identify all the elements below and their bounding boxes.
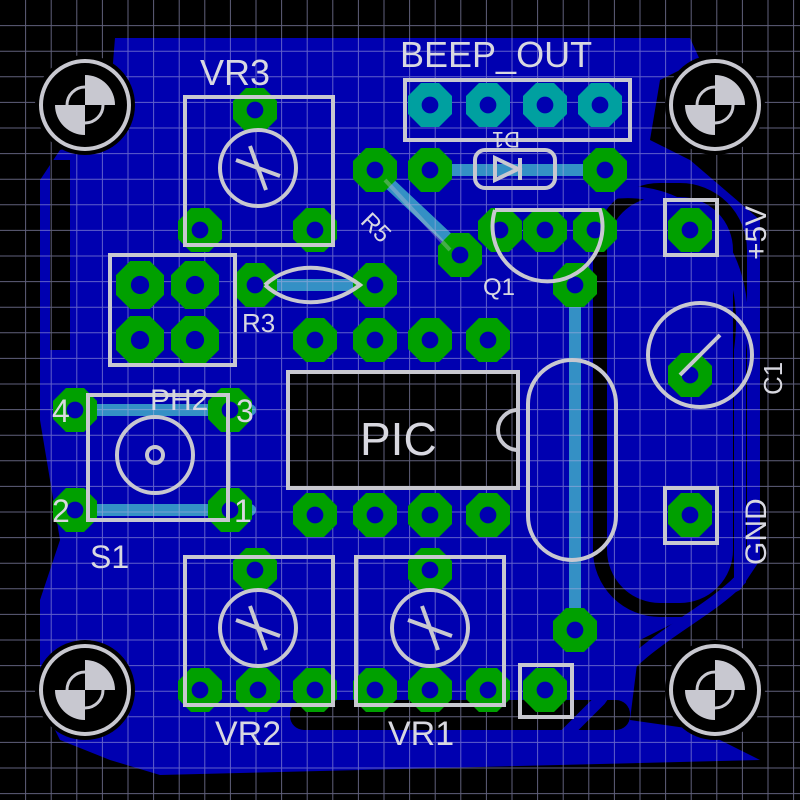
labels: VR3 BEEP_OUT D1 R5 Q1 R3 PIC PH2 S1 4 3 … xyxy=(52,34,788,753)
drill-hole xyxy=(479,331,497,349)
mounting-hole xyxy=(39,59,131,151)
drill-hole xyxy=(306,331,324,349)
drill-hole xyxy=(246,276,264,294)
label-ph2: PH2 xyxy=(150,384,208,417)
pic-outline xyxy=(286,370,520,490)
s1-outline xyxy=(86,393,230,522)
drill-hole xyxy=(566,621,584,639)
mounting-hole-marker xyxy=(55,75,115,135)
mounting-holes xyxy=(35,55,765,740)
label-pic: PIC xyxy=(360,413,437,465)
label-pin2: 2 xyxy=(52,493,70,529)
drill-hole xyxy=(536,221,554,239)
plus5v-connector xyxy=(663,198,719,257)
drill-hole xyxy=(185,330,205,350)
drill-hole xyxy=(479,681,497,699)
label-r3: R3 xyxy=(242,308,275,338)
label-vr2: VR2 xyxy=(215,715,281,753)
label-gnd: GND xyxy=(740,498,773,565)
label-pin1: 1 xyxy=(234,493,252,529)
drill-hole xyxy=(479,506,497,524)
mounting-hole-ring xyxy=(65,85,105,125)
mounting-hole-ring xyxy=(65,670,105,710)
crystal-outline xyxy=(526,358,618,562)
drill-hole xyxy=(451,246,469,264)
drill-hole xyxy=(246,101,264,119)
mounting-hole xyxy=(669,644,761,736)
r5-outline xyxy=(383,178,452,252)
mounting-hole-marker xyxy=(685,660,745,720)
drill-hole xyxy=(536,681,554,699)
drill-hole xyxy=(681,221,699,239)
label-plus5v: +5V xyxy=(740,206,773,260)
drill-hole xyxy=(366,276,384,294)
drill-hole xyxy=(366,506,384,524)
mounting-hole xyxy=(669,59,761,151)
drill-hole xyxy=(191,221,209,239)
label-pin3: 3 xyxy=(236,393,254,429)
label-beep-out: BEEP_OUT xyxy=(400,34,592,75)
label-d1: D1 xyxy=(492,127,520,152)
drill-hole xyxy=(366,331,384,349)
drill-hole xyxy=(421,561,439,579)
silkscreen xyxy=(86,78,754,719)
drill-hole xyxy=(479,96,497,114)
vr2-outline xyxy=(183,555,335,707)
vr1-outline xyxy=(354,555,506,707)
drill-hole xyxy=(249,681,267,699)
r3-outline xyxy=(263,265,364,305)
drill-hole xyxy=(246,561,264,579)
drill-hole xyxy=(596,161,614,179)
drill-hole xyxy=(66,501,84,519)
drill-hole xyxy=(130,330,150,350)
label-c1: C1 xyxy=(758,362,788,395)
beep-out-header xyxy=(403,78,632,142)
drill-hole xyxy=(185,275,205,295)
drill-hole xyxy=(421,506,439,524)
label-s1: S1 xyxy=(90,539,129,575)
drill-hole xyxy=(491,221,509,239)
drill-hole xyxy=(566,276,584,294)
drill-hole xyxy=(306,681,324,699)
drill-hole xyxy=(191,681,209,699)
mounting-hole-ring xyxy=(695,85,735,125)
drill-hole xyxy=(421,161,439,179)
pads xyxy=(53,83,712,712)
mounting-hole-ring xyxy=(695,670,735,710)
drill-hole xyxy=(421,681,439,699)
label-q1: Q1 xyxy=(483,274,515,301)
drill-hole xyxy=(306,506,324,524)
c1-outline xyxy=(646,301,754,409)
d1-outline xyxy=(473,148,557,190)
drill-hole xyxy=(591,96,609,114)
ph2-header xyxy=(108,253,237,367)
drill-hole xyxy=(366,161,384,179)
drill-hole xyxy=(586,221,604,239)
c-pad-outline xyxy=(518,663,574,719)
drill-hole xyxy=(421,331,439,349)
drill-hole xyxy=(536,96,554,114)
vr3-outline xyxy=(183,95,335,247)
drill-hole xyxy=(421,96,439,114)
label-vr3: VR3 xyxy=(200,52,270,93)
drill-hole xyxy=(681,506,699,524)
drill-hole xyxy=(306,221,324,239)
drill-hole xyxy=(130,275,150,295)
mounting-hole-marker xyxy=(55,660,115,720)
mounting-hole xyxy=(39,644,131,736)
drill-hole xyxy=(66,401,84,419)
gnd-connector xyxy=(663,486,719,545)
q1-outline xyxy=(490,208,605,284)
drill-hole xyxy=(366,681,384,699)
label-pin4: 4 xyxy=(52,393,70,429)
mounting-hole-marker xyxy=(685,75,745,135)
label-vr1: VR1 xyxy=(388,715,454,753)
